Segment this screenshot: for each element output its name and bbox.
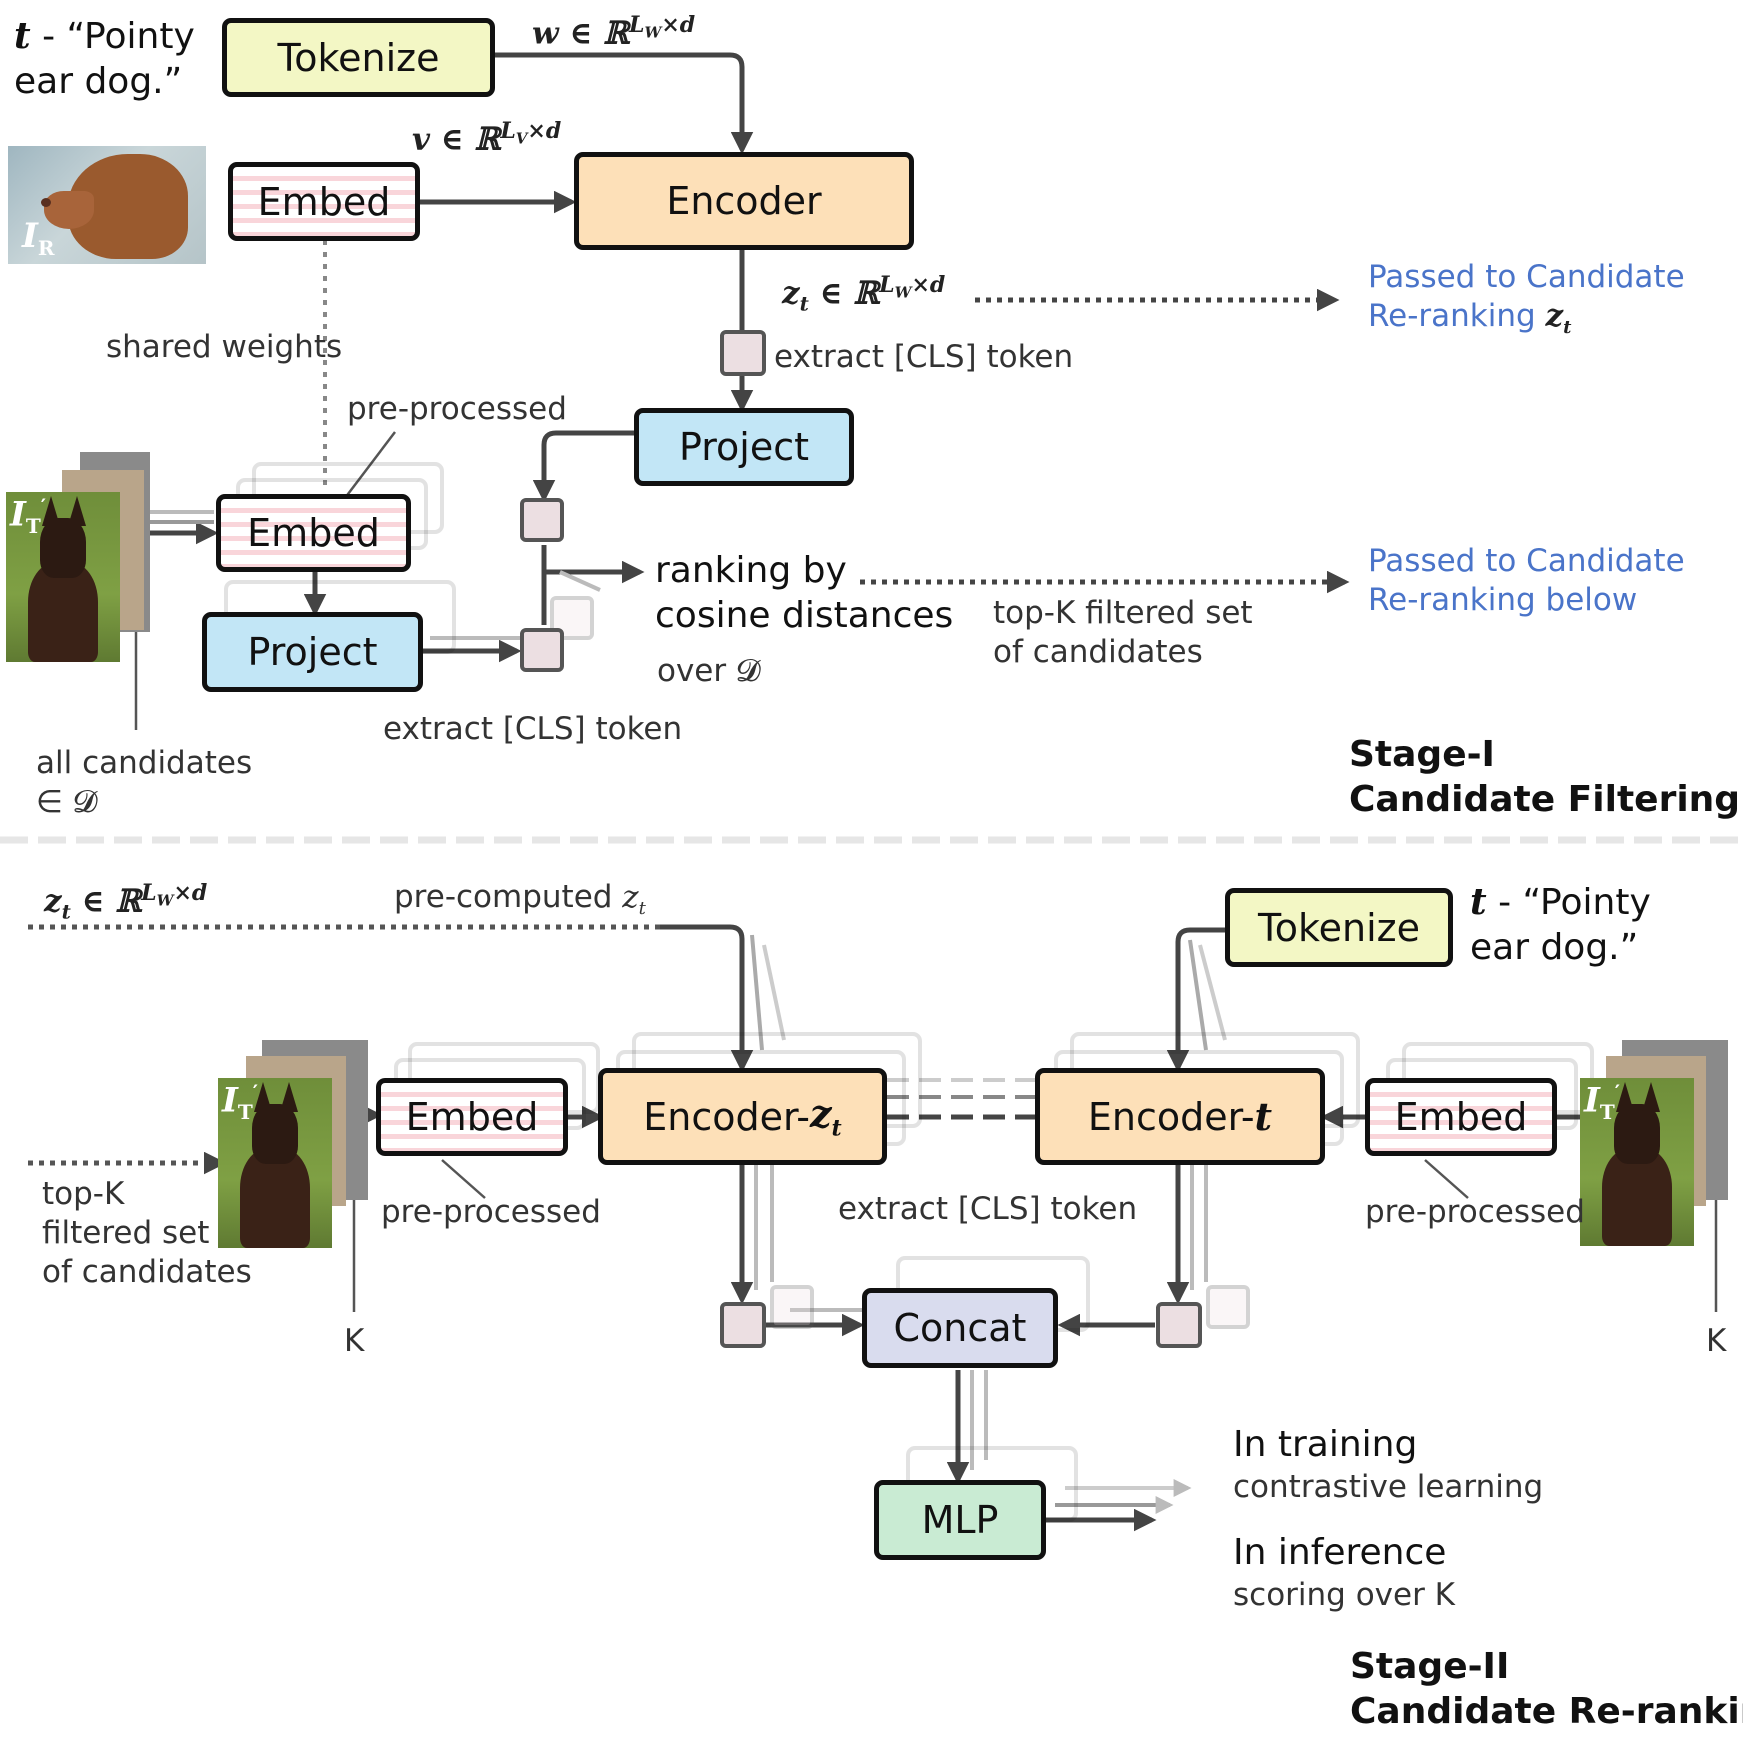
stage2-left-candidate-image: IT′ <box>218 1078 332 1248</box>
doberman-body-shape <box>1602 1148 1672 1246</box>
project-box: Project <box>634 408 854 486</box>
reference-image-label: IR <box>22 216 55 260</box>
doberman-ear-right <box>68 496 86 526</box>
dog-nose-shape <box>41 198 51 207</box>
wire-tokenize-encoder-t <box>1166 927 1225 1073</box>
doberman-body-shape <box>240 1148 310 1248</box>
doberman-ear-left <box>1616 1082 1634 1112</box>
zt-cls-square-ghost <box>770 1285 814 1329</box>
candidate-project-box: Project <box>202 612 423 692</box>
stage2-left-embed-box: Embed <box>376 1078 568 1156</box>
concat-box: Concat <box>862 1288 1058 1368</box>
stage2-right-candidate-image: IT′ <box>1580 1078 1694 1246</box>
cls-token-square-candidate <box>520 628 564 672</box>
training-title: In training <box>1233 1424 1418 1465</box>
wire-tokenize-encoder <box>495 52 754 155</box>
stage2-query-text: t - “Pointy ear dog.” <box>1470 881 1651 968</box>
mlp-box: MLP <box>874 1480 1046 1560</box>
doberman-ear-left <box>254 1082 272 1112</box>
query-text-symbol: t <box>14 15 31 57</box>
doberman-ear-right <box>280 1082 298 1112</box>
stage2-topk-label: top-K filtered set of candidates <box>42 1176 252 1290</box>
stage2-right-image-label: IT′ <box>1584 1080 1621 1125</box>
w-expression: w ∈ ℝLW×d <box>532 12 696 52</box>
query-text: t - “Pointy ear dog.” <box>14 14 195 104</box>
zt-expression: zt ∈ ℝLW×d <box>782 272 946 316</box>
doberman-body-shape <box>28 562 98 662</box>
passed-to-reranking-zt: Passed to Candidate Re-ranking zt <box>1368 259 1685 338</box>
stage1-title: Stage-I Candidate Filtering <box>1349 734 1741 820</box>
candidate-embed-box: Embed <box>216 494 411 572</box>
embed-box: Embed <box>228 162 420 241</box>
stage2-extract-cls-label: extract [CLS] token <box>838 1191 1138 1227</box>
leader-preprocessed-right <box>1424 1159 1469 1199</box>
dog-snout-shape <box>44 191 94 229</box>
stage2-right-embed-box: Embed <box>1365 1078 1557 1156</box>
wire-project-square <box>532 430 634 503</box>
encoder-zt-box: Encoder- zt <box>598 1068 887 1165</box>
stage2-title: Stage-II Candidate Re-ranking <box>1350 1646 1743 1732</box>
cls-token-square-top <box>720 330 766 376</box>
pre-processed-label-right: pre-processed <box>1365 1194 1585 1230</box>
cls-token-square-query <box>520 498 564 542</box>
cls-token-square-ghost <box>550 596 594 640</box>
candidate-image: IT′ <box>6 492 120 662</box>
k-label-left: K <box>344 1323 365 1359</box>
stage2-tokenize-box: Tokenize <box>1225 888 1453 967</box>
leader-preprocessed-left <box>441 1159 486 1199</box>
topk-filtered-label: top-K filtered set of candidates <box>993 595 1253 670</box>
training-subtitle: contrastive learning <box>1233 1469 1544 1505</box>
doberman-head-shape <box>252 1104 298 1164</box>
all-candidates-label: all candidates ∈ 𝓓 <box>36 745 253 820</box>
leader-preprocessed-top <box>344 431 396 499</box>
inference-subtitle: scoring over K <box>1233 1577 1456 1613</box>
doberman-ear-left <box>42 496 60 526</box>
stage2-zt-expression: zt ∈ ℝLW×d <box>44 880 208 924</box>
passed-to-reranking-below: Passed to Candidate Re-ranking below <box>1368 543 1685 618</box>
pre-processed-label-left: pre-processed <box>381 1194 601 1230</box>
candidate-image-label: IT′ <box>10 494 47 539</box>
doberman-ear-right <box>1642 1082 1660 1112</box>
inference-title: In inference <box>1233 1532 1447 1573</box>
k-label-right: K <box>1706 1323 1727 1359</box>
query-text-line2: ear dog.” <box>14 61 183 102</box>
extract-cls-label-top: extract [CLS] token <box>774 339 1074 375</box>
tokenize-box: Tokenize <box>222 18 495 97</box>
encoder-box: Encoder <box>574 152 914 250</box>
reference-image: IR <box>8 146 206 264</box>
query-text-line1: - “Pointy <box>30 16 195 57</box>
ranking-over-d: over 𝓓 <box>657 653 760 689</box>
stage2-query-text-symbol: t <box>1470 881 1487 923</box>
t-cls-square <box>1156 1302 1202 1348</box>
encoder-t-box: Encoder- t <box>1035 1068 1325 1165</box>
zt-cls-square <box>720 1302 766 1348</box>
t-cls-square-ghost <box>1206 1285 1250 1329</box>
pre-processed-label-top: pre-processed <box>347 391 567 427</box>
doberman-head-shape <box>40 518 86 578</box>
shared-weights-label: shared weights <box>106 329 343 365</box>
precomputed-zt-label: pre-computed zt <box>394 879 646 920</box>
doberman-head-shape <box>1614 1104 1660 1164</box>
ranking-label: ranking by cosine distances <box>655 550 954 636</box>
stage2-left-image-label: IT′ <box>222 1080 259 1125</box>
v-expression: v ∈ ℝLV×d <box>412 118 562 158</box>
extract-cls-label-bottom: extract [CLS] token <box>383 711 683 747</box>
